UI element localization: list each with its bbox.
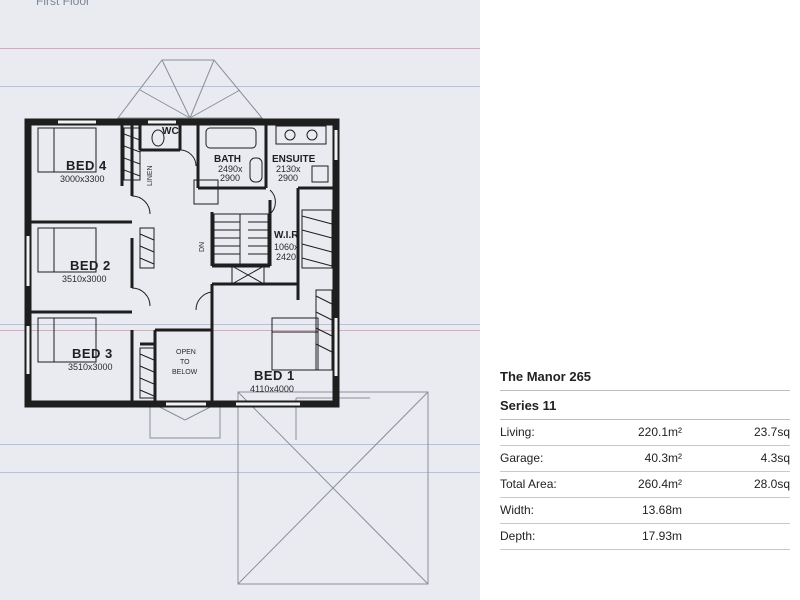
spec-label: Width: (500, 503, 535, 517)
room-dim-ensuite-b: 2900 (278, 173, 298, 183)
floor-title: First Floor (36, 0, 90, 8)
room-label-linen: LINEN (147, 165, 154, 186)
room-label-bed2: BED 2 (70, 258, 111, 273)
windows (26, 120, 338, 406)
room-label-bed3: BED 3 (72, 346, 113, 361)
bed-furniture (37, 127, 319, 371)
spec-label: Garage: (500, 451, 544, 465)
spec-row-garage: Garage: 40.3m² 4.3sq (500, 446, 790, 472)
stairs-direction-label: DN (199, 242, 206, 252)
spec-metric: 40.3m² (644, 451, 682, 465)
series-name: Series 11 (500, 391, 790, 420)
spec-squares: 28.0sq (753, 477, 790, 491)
spec-squares: 4.3sq (760, 451, 790, 465)
void-label-line3: BELOW (172, 369, 198, 376)
model-name: The Manor 265 (500, 362, 790, 391)
room-label-wc: WC (162, 126, 179, 137)
paper-rule-line (0, 444, 480, 445)
spec-label: Total Area: (500, 477, 557, 491)
roof-outline-bottom (149, 391, 429, 585)
spec-row-living: Living: 220.1m² 23.7sq (500, 420, 790, 446)
spec-row-depth: Depth: 17.93m (500, 524, 790, 550)
room-dim-bed3: 3510x3000 (68, 362, 113, 372)
room-dim-bed2: 3510x3000 (62, 274, 107, 284)
roof-outline-top (116, 59, 264, 119)
spec-table: The Manor 265 Series 11 Living: 220.1m² … (500, 362, 790, 550)
room-dim-bath-a: 2490x (218, 164, 243, 174)
paper-rule-line (0, 472, 480, 473)
robe-hatching (123, 127, 333, 399)
paper-rule-line (0, 324, 480, 325)
stairs[interactable] (213, 213, 269, 285)
room-label-bath: BATH (214, 154, 241, 165)
door-swings (131, 149, 276, 311)
void-label-line1: OPEN (176, 349, 196, 356)
paper-rule-line (0, 48, 480, 49)
spec-label: Depth: (500, 529, 536, 543)
spec-label: Living: (500, 425, 535, 439)
room-dim-bed4: 3000x3300 (60, 174, 105, 184)
room-dim-wir-a: 1060x (274, 242, 299, 252)
room-label-wir: W.I.R (274, 230, 299, 241)
void-label-line2: TO (180, 359, 190, 366)
paper-rule-line (0, 330, 480, 331)
spec-metric: 17.93m (641, 529, 682, 543)
spec-metric: 13.68m (641, 503, 682, 517)
room-dim-ensuite-a: 2130x (276, 164, 301, 174)
spec-squares: 23.7sq (753, 425, 790, 439)
room-dim-bath-b: 2900 (220, 173, 240, 183)
floor-plan-drawing: BED 4 3000x3300 BED 2 3510x3000 BED 3 35… (24, 59, 429, 585)
spec-metric: 220.1m² (637, 425, 682, 439)
spec-row-width: Width: 13.68m (500, 498, 790, 524)
room-label-bed4: BED 4 (66, 158, 107, 173)
room-label-bed1: BED 1 (254, 368, 295, 383)
room-dim-wir-b: 2420 (276, 252, 296, 262)
spec-panel (480, 0, 800, 600)
spec-metric: 260.4m² (637, 477, 682, 491)
room-label-ensuite: ENSUITE (272, 154, 316, 165)
floor-plan-panel: First Floor (0, 0, 480, 600)
bath-fixtures (151, 125, 329, 205)
spec-row-total-area: Total Area: 260.4m² 28.0sq (500, 472, 790, 498)
room-dim-bed1: 4110x4000 (250, 384, 294, 394)
paper-rule-line (0, 86, 480, 87)
